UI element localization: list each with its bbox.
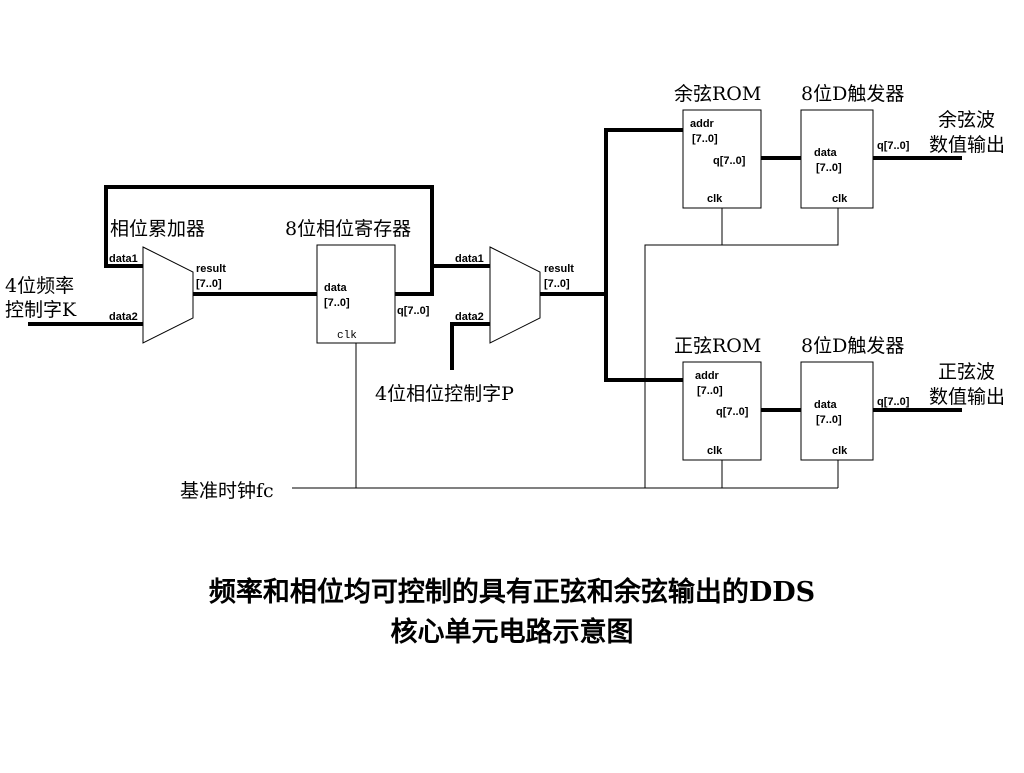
sinrom-q-port: q[7..0]: [716, 406, 749, 418]
freq-input-label-line1: 4位频率: [5, 275, 74, 297]
dff1-data-port: data: [814, 147, 838, 159]
cosrom-clk-port: clk: [707, 193, 723, 205]
caption-line1: 频率和相位均可控制的具有正弦和余弦输出的DDS: [209, 576, 815, 608]
adder1-data2-port: data2: [109, 311, 138, 323]
dff-bottom-block: [800, 361, 874, 461]
adder2-result-bus-width: [7..0]: [544, 278, 570, 290]
caption-line2: 核心单元电路示意图: [391, 616, 634, 648]
register-data-port: data: [324, 282, 348, 294]
adder1-data1-port: data1: [109, 253, 138, 265]
sinrom-addr-port: addr: [695, 370, 720, 382]
register-q-port: q[7..0]: [397, 305, 430, 317]
dff-bottom-label: 8位D触发器: [801, 335, 904, 357]
adder2-result-port: result: [544, 263, 574, 275]
phase-accumulator-adder: [142, 246, 194, 344]
dff1-clk-port: clk: [832, 193, 848, 205]
clock-label: 基准时钟fc: [180, 480, 274, 502]
sinrom-addr-bus-width: [7..0]: [697, 385, 723, 397]
register-clk-port: clk: [337, 330, 357, 342]
phase-register-label: 8位相位寄存器: [285, 218, 411, 240]
phase-accumulator-label: 相位累加器: [110, 218, 205, 240]
cosrom-q-port: q[7..0]: [713, 155, 746, 167]
dff1-q-port: q[7..0]: [877, 140, 910, 152]
sin-rom-label: 正弦ROM: [674, 335, 761, 357]
freq-input-label-line2: 控制字K: [5, 299, 77, 321]
dff2-data-bus-width: [7..0]: [816, 414, 842, 426]
clock-riser-line: [644, 208, 839, 488]
sin-output-label-line1: 正弦波: [938, 361, 995, 383]
cosrom-addr-port: addr: [690, 118, 715, 130]
adder2-data2-port: data2: [455, 311, 484, 323]
sin-rom-block: [682, 361, 762, 461]
adder2-data1-port: data1: [455, 253, 484, 265]
clock-wires: [292, 208, 839, 489]
cos-output-label-line1: 余弦波: [938, 109, 995, 131]
cos-output-label-line2: 数值输出: [929, 134, 1005, 156]
cos-rom-label: 余弦ROM: [674, 83, 761, 105]
register-data-bus-width: [7..0]: [324, 297, 350, 309]
dff1-data-bus-width: [7..0]: [816, 162, 842, 174]
phase-control-label: 4位相位控制字P: [375, 383, 514, 405]
phase-register-block: [316, 244, 396, 344]
feedback-loop-bus: [104, 185, 434, 296]
cosrom-addr-bus-width: [7..0]: [692, 133, 718, 145]
phase-p-bus: [450, 322, 490, 370]
phase-offset-adder: [489, 246, 541, 344]
cos-rom-block: [682, 109, 762, 209]
adder1-result-bus-width: [7..0]: [196, 278, 222, 290]
sin-output-label-line2: 数值输出: [929, 386, 1005, 408]
dff2-clk-port: clk: [832, 445, 848, 457]
adder1-result-port: result: [196, 263, 226, 275]
dff-top-label: 8位D触发器: [801, 83, 904, 105]
sinrom-clk-port: clk: [707, 445, 723, 457]
dff2-data-port: data: [814, 399, 838, 411]
dff-top-block: [800, 109, 874, 209]
dff2-q-port: q[7..0]: [877, 396, 910, 408]
